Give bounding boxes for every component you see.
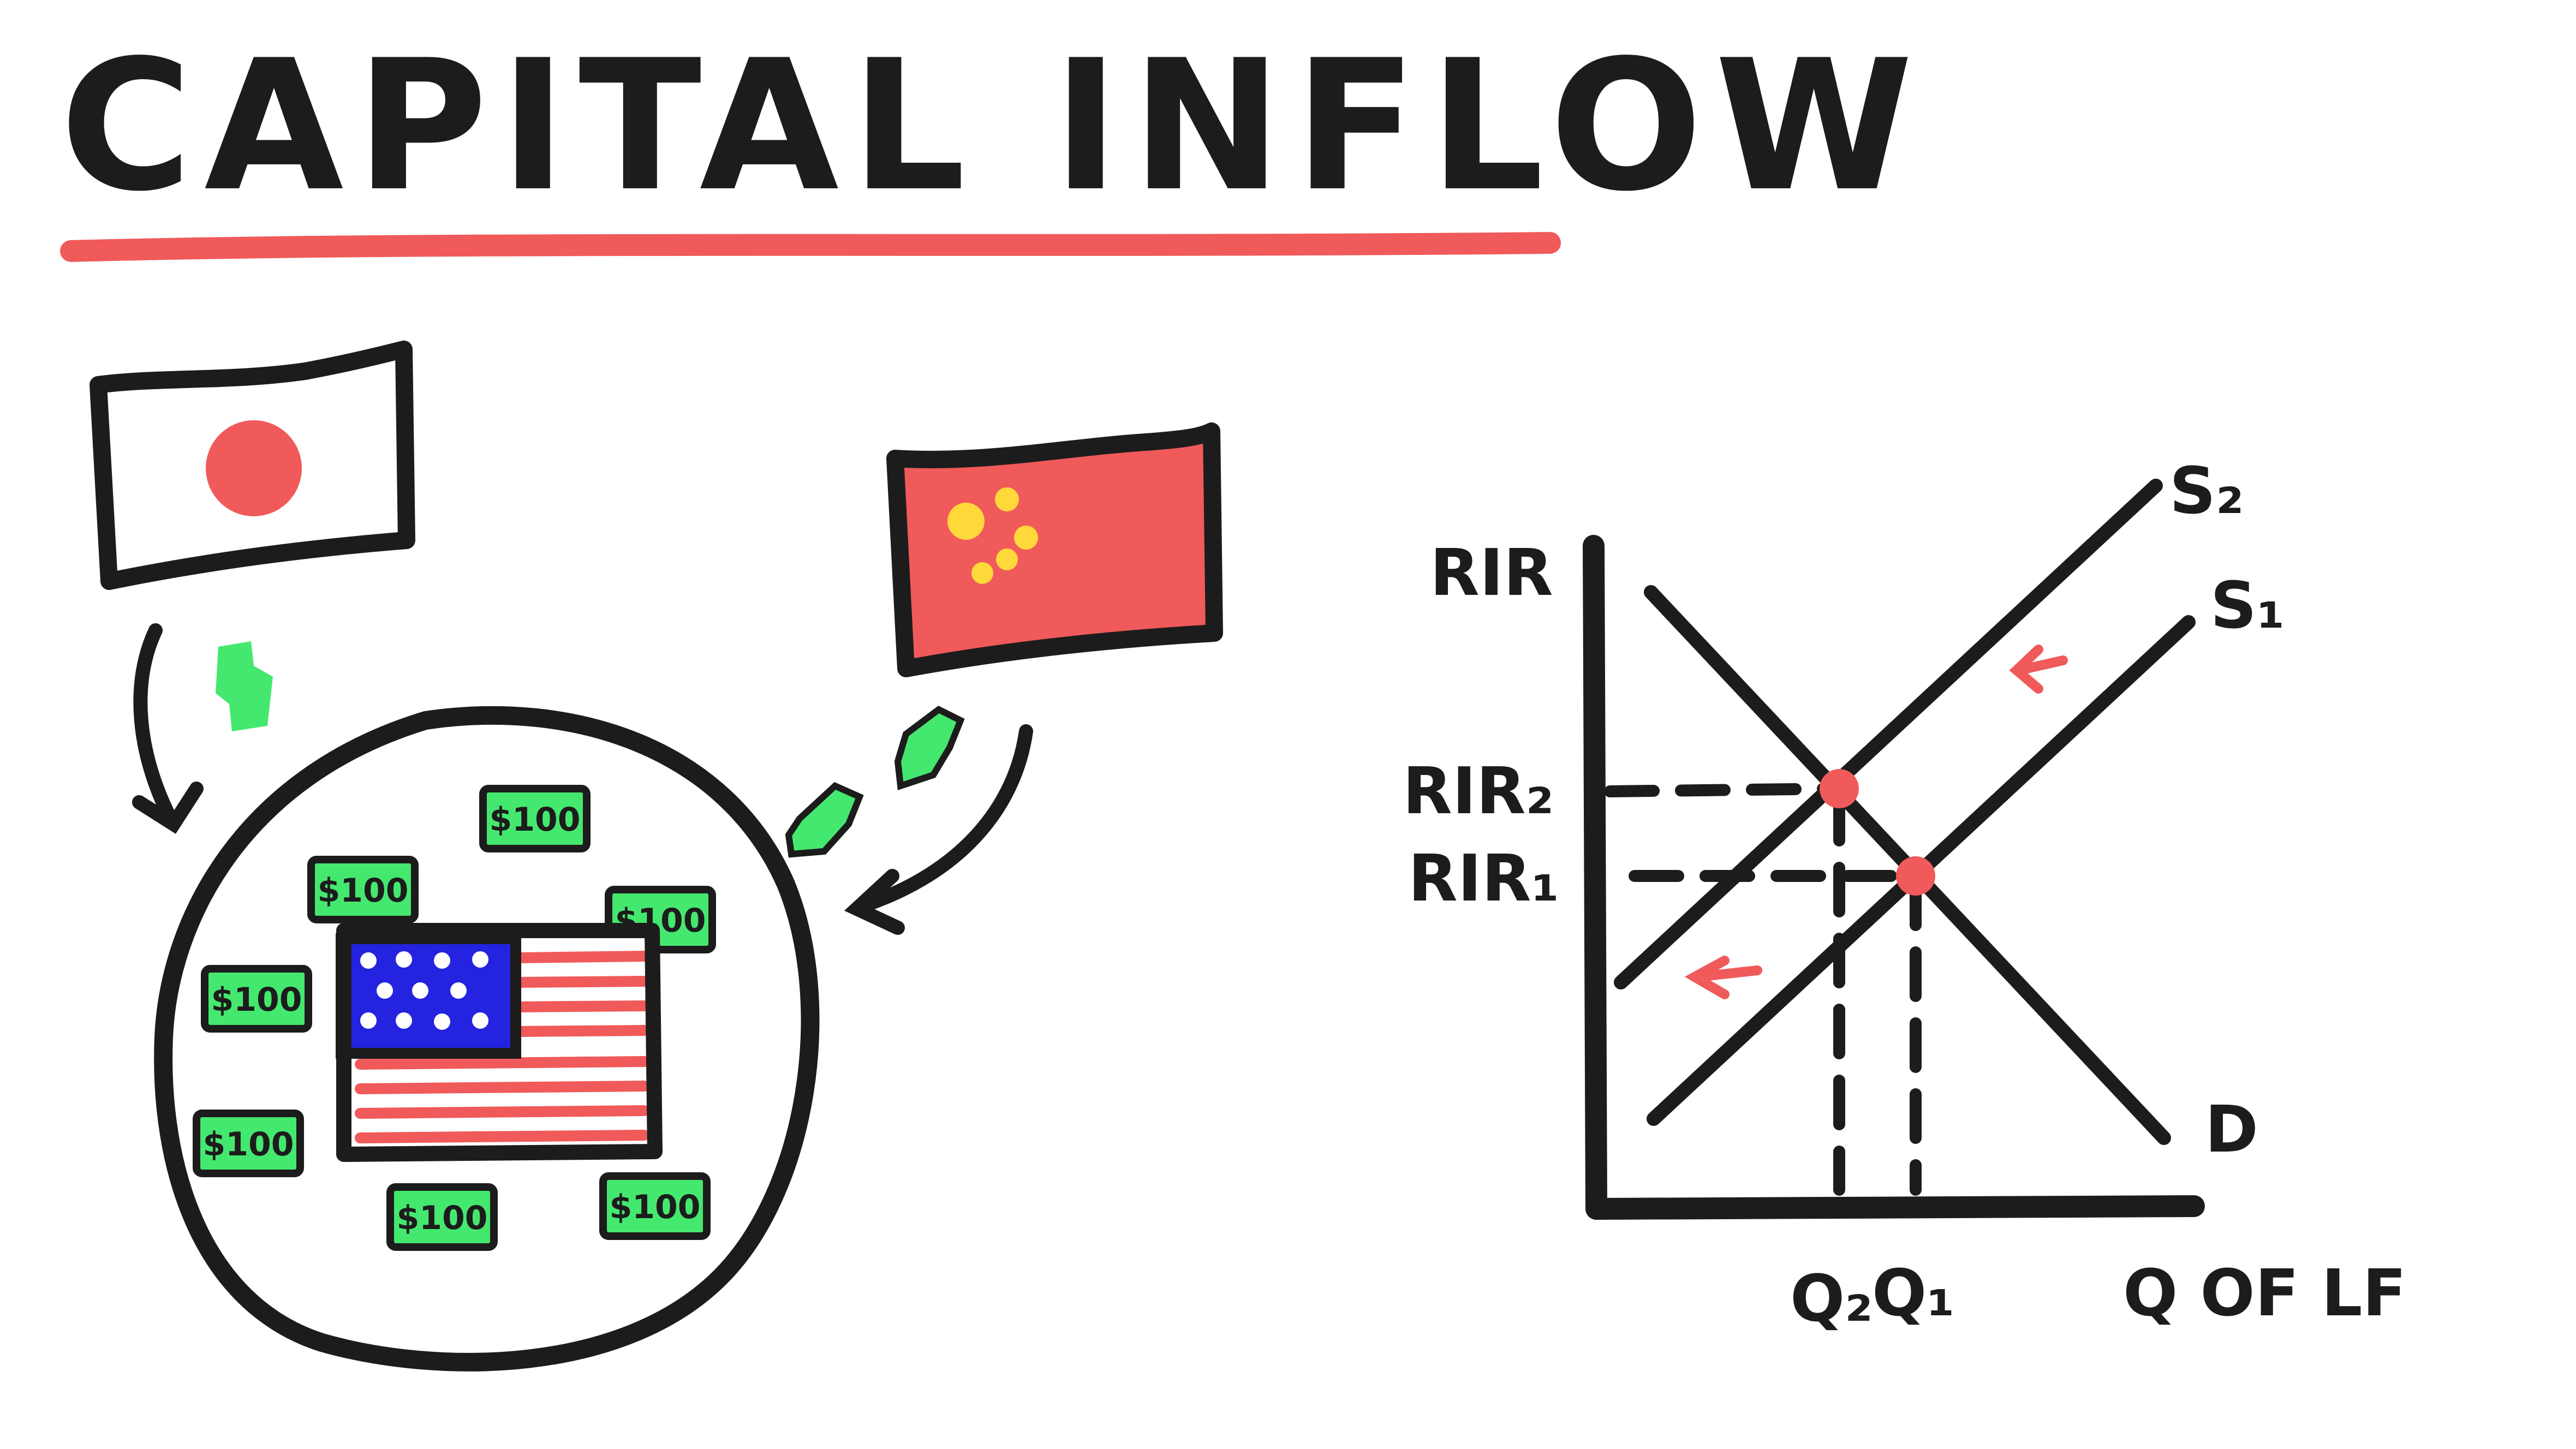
bill-label: $100: [397, 1199, 488, 1237]
china-star: [1014, 526, 1038, 550]
money-icon: [785, 782, 864, 858]
rir2-label: RIR₂: [1403, 753, 1554, 828]
bill-label: $100: [203, 1125, 294, 1164]
title-underline: [60, 232, 1561, 262]
rir2-guide: [1604, 783, 1845, 797]
supply-curve-s2: [1614, 479, 2163, 989]
equilibrium-point-1: [1896, 856, 1935, 896]
china-star: [971, 562, 993, 584]
loanable-funds-graph: RIR RIR₂ RIR₁ S₂ S₁ D Q₂ Q₁ Q OF LF: [1403, 453, 2406, 1336]
usa-stars: [360, 951, 488, 1030]
china-star: [995, 487, 1019, 511]
s1-label: S₁: [2210, 568, 2285, 643]
q1-label: Q₁: [1872, 1255, 1955, 1331]
money-icon: [894, 705, 965, 791]
bill-group: $100 $100 $100 $100 $100 $100 $100: [196, 789, 712, 1247]
axes: [1583, 535, 2205, 1220]
y-axis-label: RIR: [1430, 535, 1553, 610]
equilibrium-point-2: [1820, 769, 1859, 808]
x-axis-label: Q OF LF: [2123, 1255, 2406, 1331]
rir1-label: RIR₁: [1408, 840, 1559, 916]
arrow-from-china: [855, 724, 1033, 913]
left-arrow-icon: [1692, 965, 1762, 982]
japan-flag: [90, 341, 415, 590]
s2-label: S₂: [2169, 453, 2244, 528]
china-star: [947, 503, 985, 540]
usa-flag: [336, 923, 663, 1162]
arrowhead: [844, 869, 905, 935]
china-star: [996, 548, 1018, 570]
dashed-guides: [1604, 783, 1922, 1196]
bill-label: $100: [490, 801, 581, 839]
usa-stripes: [355, 951, 649, 1143]
left-arrow-icon: [2014, 655, 2068, 675]
bill-label: $100: [610, 1188, 701, 1226]
arrow-from-japan: [133, 623, 179, 828]
page-title: CAPITAL INFLOW: [60, 21, 1925, 231]
shift-arrows: [1684, 645, 2068, 999]
d-label: D: [2205, 1092, 2258, 1167]
flowing-money: [216, 641, 965, 858]
bill-label: $100: [318, 872, 409, 910]
capital-flow-arrows: [132, 623, 1033, 935]
money-icon: [216, 641, 273, 731]
china-flag: [886, 422, 1223, 677]
japan-sun: [206, 420, 302, 516]
bill-label: $100: [211, 981, 302, 1019]
q2-label: Q₂: [1790, 1261, 1873, 1336]
arrowhead: [132, 782, 204, 834]
